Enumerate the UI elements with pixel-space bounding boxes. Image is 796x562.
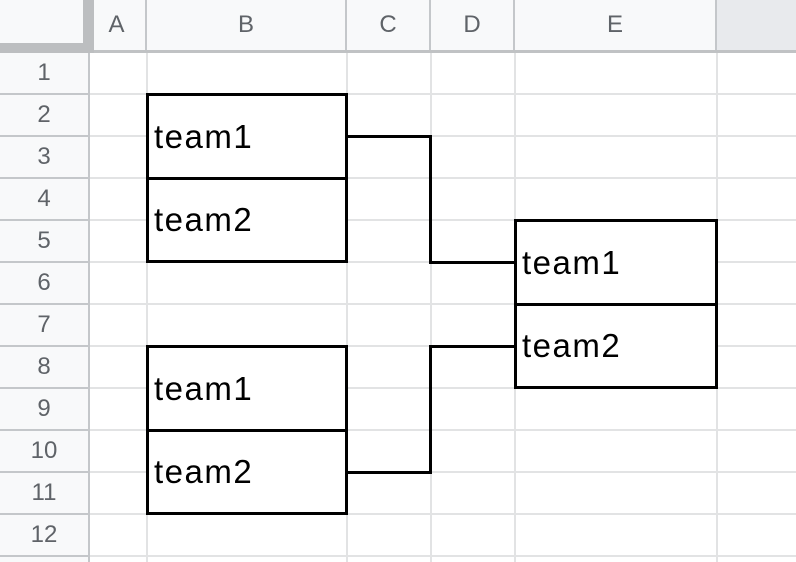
row-header-1[interactable]: 1 — [0, 53, 88, 95]
row-header-8[interactable]: 8 — [0, 347, 88, 389]
team-name-label: team1 — [522, 243, 622, 281]
row-header-partial[interactable] — [0, 557, 88, 562]
team-name-label: team1 — [154, 369, 254, 407]
row-header-4[interactable]: 4 — [0, 179, 88, 221]
gridline-horizontal — [90, 555, 796, 557]
row-header-10[interactable]: 10 — [0, 431, 88, 473]
gridline-horizontal — [90, 177, 796, 179]
column-header-A[interactable]: A — [88, 0, 147, 50]
row-header-11[interactable]: 11 — [0, 473, 88, 515]
row-header-7[interactable]: 7 — [0, 305, 88, 347]
gridline-horizontal — [90, 513, 796, 515]
team-name-label: team1 — [154, 117, 254, 155]
row-header-12[interactable]: 12 — [0, 515, 88, 557]
gridline-horizontal — [90, 429, 796, 431]
team-name-label: team2 — [154, 453, 254, 491]
gridline-horizontal — [90, 387, 796, 389]
row-header-right-border — [88, 53, 90, 562]
column-header-E[interactable]: E — [515, 0, 717, 50]
bracket-box-match-2[interactable]: team1 team2 — [146, 345, 348, 515]
gridline-horizontal — [90, 471, 796, 473]
gridline-vertical — [146, 53, 148, 562]
gridline-vertical — [430, 53, 432, 562]
match-2-slot-1[interactable]: team1 — [149, 348, 345, 432]
gridline-horizontal — [90, 135, 796, 137]
bracket-connector-line-1[interactable] — [347, 135, 514, 264]
header-bottom-border — [0, 50, 796, 53]
match-2-slot-2[interactable]: team2 — [149, 432, 345, 513]
match-3-slot-1[interactable]: team1 — [517, 222, 715, 306]
column-header-partial[interactable] — [717, 0, 796, 50]
column-header-B[interactable]: B — [147, 0, 347, 50]
gridline-vertical — [346, 53, 348, 562]
corner-bottom-border — [0, 43, 94, 53]
corner-right-border — [83, 0, 94, 53]
row-header-9[interactable]: 9 — [0, 389, 88, 431]
row-header-5[interactable]: 5 — [0, 221, 88, 263]
column-header-C[interactable]: C — [347, 0, 431, 50]
row-header-6[interactable]: 6 — [0, 263, 88, 305]
team-name-label: team2 — [522, 327, 622, 365]
match-3-slot-2[interactable]: team2 — [517, 306, 715, 387]
bracket-connector-line-2[interactable] — [347, 345, 514, 474]
select-all-corner[interactable] — [0, 0, 83, 43]
row-header-3[interactable]: 3 — [0, 137, 88, 179]
match-1-slot-1[interactable]: team1 — [149, 96, 345, 180]
bracket-box-match-1[interactable]: team1 team2 — [146, 93, 348, 263]
match-1-slot-2[interactable]: team2 — [149, 180, 345, 261]
row-header-2[interactable]: 2 — [0, 95, 88, 137]
bracket-box-match-3[interactable]: team1 team2 — [514, 219, 718, 389]
gridline-horizontal — [90, 93, 796, 95]
gridline-horizontal — [90, 303, 796, 305]
column-header-D[interactable]: D — [431, 0, 515, 50]
gridline-horizontal — [90, 219, 796, 221]
team-name-label: team2 — [154, 201, 254, 239]
